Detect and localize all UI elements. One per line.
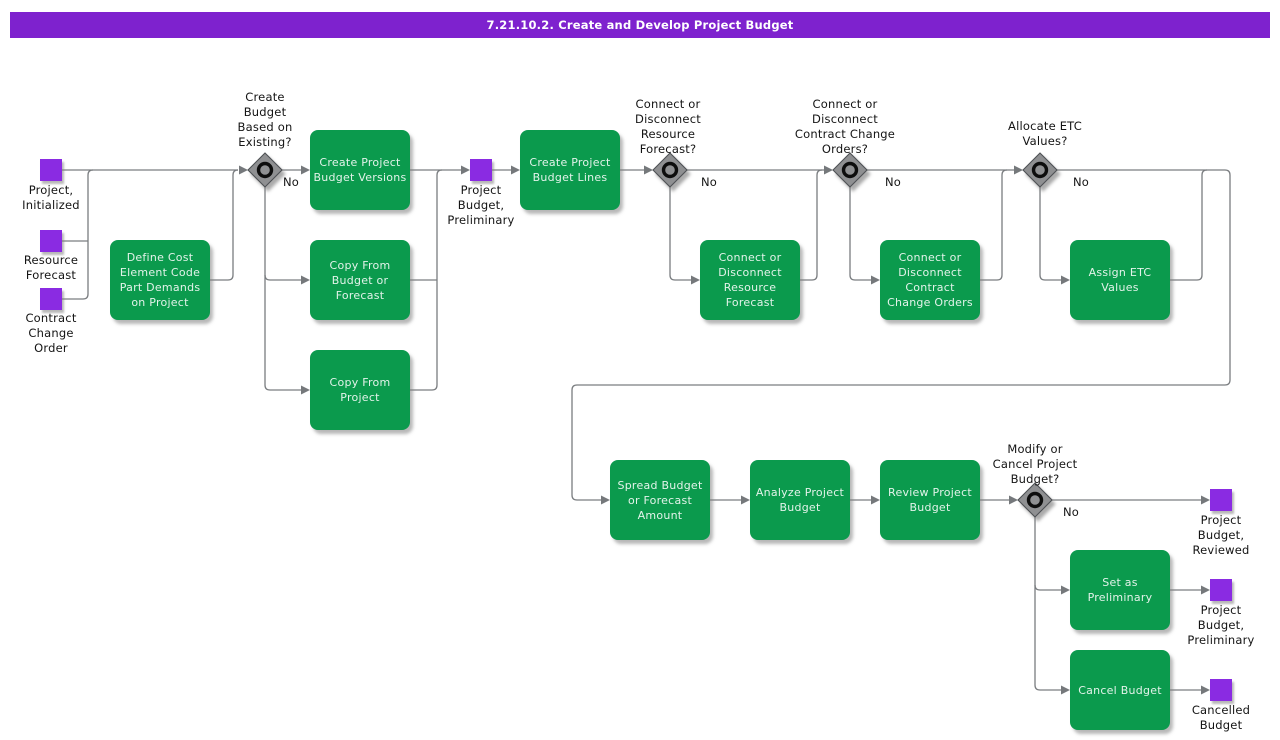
no-label-connect-or-disconnect-contract-change-orders: No (885, 175, 902, 189)
decision-question-create-budget-based-on-existing: Create Budget Based on Existing? (237, 90, 293, 149)
decision-question-allocate-etc-values: Allocate ETC Values? (1008, 119, 1082, 148)
connector (1034, 585, 1061, 691)
decision-allocate-etc-values[interactable] (1022, 152, 1058, 188)
arrowhead-icon (691, 275, 700, 285)
decision-create-budget-based-on-existing[interactable] (247, 152, 283, 188)
task-connect-or-disconnect-contract-change-orders[interactable]: Connect or Disconnect Contract Change Or… (880, 240, 980, 320)
event-label-project-budget-reviewed: Project Budget, Reviewed (1192, 513, 1250, 557)
task-create-project-budget-lines[interactable]: Create Project Budget Lines (520, 130, 620, 210)
arrowhead-icon (1009, 495, 1018, 505)
arrowhead-icon (1201, 495, 1210, 505)
arrowhead-icon (301, 165, 310, 175)
arrowhead-icon (824, 165, 833, 175)
connector (571, 169, 1231, 501)
event-label-project-budget-preliminary: Project Budget, Preliminary (447, 183, 515, 227)
decision-ring-icon (661, 161, 679, 179)
task-set-as-preliminary[interactable]: Set as Preliminary (1070, 550, 1170, 630)
event-contract-change-order[interactable] (40, 288, 62, 310)
event-project-budget-reviewed[interactable] (1210, 489, 1232, 511)
arrowheads (239, 165, 1210, 695)
decision-question-modify-or-cancel-project-budget: Modify or Cancel Project Budget? (992, 442, 1078, 486)
event-cancelled-budget[interactable] (1210, 679, 1232, 701)
title-bar: 7.21.10.2. Create and Develop Project Bu… (10, 12, 1270, 38)
no-label-modify-or-cancel-project-budget: No (1063, 505, 1080, 519)
decision-question-connect-or-disconnect-contract-change-orders: Connect or Disconnect Contract Change Or… (794, 97, 896, 156)
event-label-resource-forecast: Resource Forecast (23, 253, 79, 282)
arrowhead-icon (1014, 165, 1023, 175)
connector (669, 187, 691, 281)
event-label-project-budget-preliminary-2: Project Budget, Preliminary (1187, 603, 1255, 647)
connector (264, 275, 301, 391)
arrowhead-icon (1061, 275, 1070, 285)
decision-ring-icon (256, 161, 274, 179)
event-project-budget-preliminary[interactable] (470, 159, 492, 181)
arrowhead-icon (511, 165, 520, 175)
task-analyze-project-budget[interactable]: Analyze Project Budget (750, 460, 850, 540)
no-label-allocate-etc-values: No (1073, 175, 1090, 189)
arrowhead-icon (1061, 585, 1070, 595)
event-project-budget-preliminary-2[interactable] (1210, 579, 1232, 601)
no-label-create-budget-based-on-existing: No (283, 175, 300, 189)
arrowhead-icon (301, 385, 310, 395)
task-copy-from-budget-or-forecast[interactable]: Copy From Budget or Forecast (310, 240, 410, 320)
arrowhead-icon (871, 275, 880, 285)
connector (1039, 187, 1061, 281)
arrowhead-icon (644, 165, 653, 175)
connector (1170, 169, 1208, 281)
arrowhead-icon (741, 495, 750, 505)
connector (264, 187, 301, 281)
arrowhead-icon (1061, 685, 1070, 695)
decision-modify-or-cancel-project-budget[interactable] (1017, 482, 1053, 518)
connector (410, 169, 443, 391)
arrowhead-icon (301, 275, 310, 285)
connector (849, 187, 871, 281)
decision-ring-icon (841, 161, 859, 179)
event-resource-forecast[interactable] (40, 230, 62, 252)
decision-ring-icon (1026, 491, 1044, 509)
arrowhead-icon (239, 165, 248, 175)
connector (210, 169, 239, 281)
event-project-initialized[interactable] (40, 159, 62, 181)
event-label-cancelled-budget: Cancelled Budget (1191, 703, 1251, 732)
connector (800, 169, 823, 281)
event-label-project-initialized: Project, Initialized (22, 183, 80, 212)
decision-ring-icon (1031, 161, 1049, 179)
page-title: 7.21.10.2. Create and Develop Project Bu… (486, 18, 794, 32)
decision-connect-or-disconnect-resource-forecast[interactable] (652, 152, 688, 188)
connector (1034, 517, 1061, 591)
arrowhead-icon (871, 495, 880, 505)
arrowhead-icon (601, 495, 610, 505)
task-cancel-budget[interactable]: Cancel Budget (1070, 650, 1170, 730)
task-connect-or-disconnect-resource-forecast[interactable]: Connect or Disconnect Resource Forecast (700, 240, 800, 320)
connector (62, 169, 94, 300)
task-define-cost-element-code-part-demands[interactable]: Define Cost Element Code Part Demands on… (110, 240, 210, 320)
flow-connectors (62, 169, 1231, 691)
connector (980, 169, 1008, 281)
event-label-contract-change-order: Contract Change Order (25, 311, 77, 355)
task-review-project-budget[interactable]: Review Project Budget (880, 460, 980, 540)
arrowhead-icon (461, 165, 470, 175)
arrowhead-icon (1201, 585, 1210, 595)
task-create-project-budget-versions[interactable]: Create Project Budget Versions (310, 130, 410, 210)
decision-question-connect-or-disconnect-resource-forecast: Connect or Disconnect Resource Forecast? (635, 97, 701, 156)
task-assign-etc-values[interactable]: Assign ETC Values (1070, 240, 1170, 320)
task-spread-budget-or-forecast-amount[interactable]: Spread Budget or Forecast Amount (610, 460, 710, 540)
task-copy-from-project[interactable]: Copy From Project (310, 350, 410, 430)
no-label-connect-or-disconnect-resource-forecast: No (701, 175, 718, 189)
decision-connect-or-disconnect-contract-change-orders[interactable] (832, 152, 868, 188)
arrowhead-icon (1201, 685, 1210, 695)
